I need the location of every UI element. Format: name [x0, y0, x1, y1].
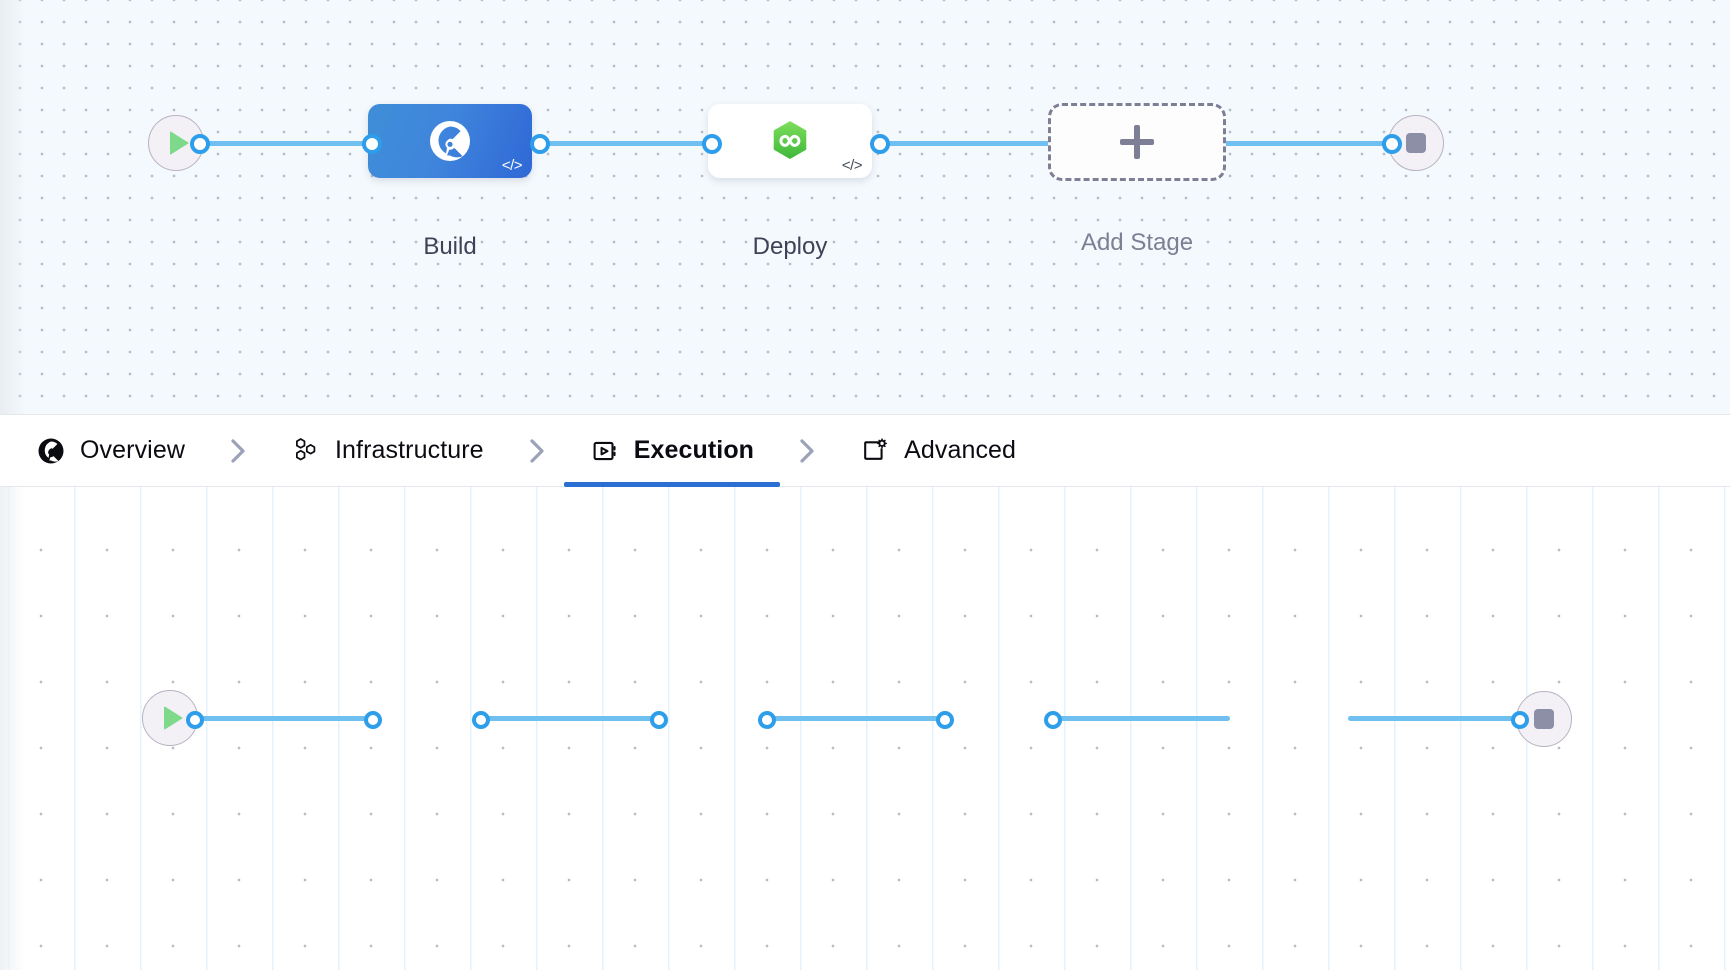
tab-overview[interactable]: Overview [32, 414, 189, 487]
wire-build-test-to-docker [482, 716, 656, 721]
play-icon [169, 131, 189, 155]
tab-advanced[interactable]: Advanced [856, 414, 1020, 487]
play-icon [163, 706, 183, 730]
step-end-input-port[interactable] [1511, 711, 1529, 729]
stage-graph-canvas[interactable]: </> Build </> Deploy [0, 0, 1730, 414]
hexagon-cluster-icon [291, 436, 321, 466]
step-build-test-input-port[interactable] [364, 711, 382, 729]
stage-config-tabs: Overview Infrastructure [0, 414, 1730, 487]
stop-icon [1534, 709, 1554, 729]
tab-label-advanced: Advanced [904, 436, 1017, 464]
step-docker-input-port[interactable] [650, 711, 668, 729]
add-stage-label: Add Stage [1080, 229, 1194, 256]
wire-docker-to-sbom [768, 716, 944, 721]
code-tag-icon: </> [501, 157, 523, 174]
advanced-gear-box-icon [860, 436, 890, 466]
step-graph-canvas[interactable]: </> Build and Test [0, 487, 1730, 970]
stage-start-node[interactable] [148, 115, 204, 171]
wire-add-step-to-end [1348, 716, 1530, 721]
stage-node-build[interactable]: </> [368, 104, 532, 178]
stage-label-deploy: Deploy [752, 233, 828, 260]
stage-build-output-port[interactable] [530, 134, 550, 154]
harness-ci-icon [430, 121, 470, 161]
tab-label-overview: Overview [80, 436, 185, 464]
stage-node-deploy[interactable]: </> [708, 104, 872, 178]
chevron-right-icon [524, 436, 550, 466]
plus-icon [1120, 125, 1154, 159]
step-sbom-input-port[interactable] [936, 711, 954, 729]
stage-build-input-port[interactable] [362, 134, 382, 154]
wire-deploy-to-add [880, 141, 1060, 146]
code-tag-icon: </> [841, 157, 863, 174]
stage-start-output-port[interactable] [190, 134, 210, 154]
step-docker-output-port[interactable] [758, 711, 776, 729]
kubernetes-hexagon-infinity-icon [773, 121, 807, 160]
tab-label-execution: Execution [633, 436, 755, 464]
step-start-output-port[interactable] [186, 711, 204, 729]
wire-start-to-build-test [196, 716, 372, 721]
stage-deploy-output-port[interactable] [870, 134, 890, 154]
wire-start-to-build [200, 141, 372, 146]
chevron-right-icon [225, 436, 251, 466]
add-stage-button[interactable] [1048, 103, 1226, 181]
tab-execution[interactable]: Execution [563, 414, 781, 487]
stage-end-input-port[interactable] [1382, 134, 1402, 154]
tab-infrastructure[interactable]: Infrastructure [287, 414, 488, 487]
tab-label-infrastructure: Infrastructure [335, 436, 484, 464]
stage-label-build: Build [423, 233, 477, 260]
wire-build-to-deploy [540, 141, 712, 146]
wire-add-to-end [1222, 141, 1414, 146]
stage-deploy-input-port[interactable] [702, 134, 722, 154]
wire-sbom-to-add-step [1054, 716, 1230, 721]
stop-icon [1406, 133, 1426, 153]
step-sbom-output-port[interactable] [1044, 711, 1062, 729]
chevron-right-icon [794, 436, 820, 466]
overview-pie-icon [36, 436, 66, 466]
step-build-test-output-port[interactable] [472, 711, 490, 729]
execution-play-box-icon [590, 436, 620, 466]
